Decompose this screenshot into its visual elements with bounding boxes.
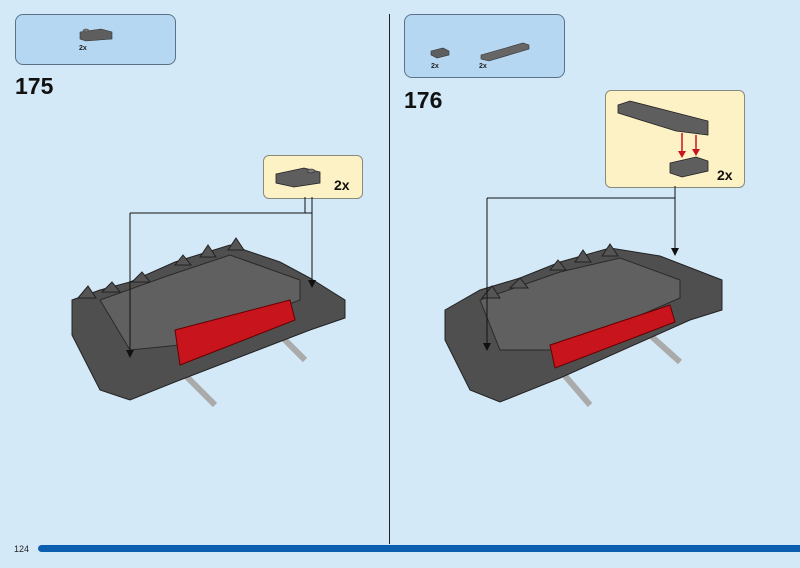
page-number: 124 [14,544,30,554]
wedge-slope-icon [617,100,709,136]
part-qty: 2x [431,63,439,70]
plate-1x2-icon [430,47,450,59]
down-arrow-icon [692,135,700,156]
callout-175: 2x [263,155,363,199]
callout-176: 2x [605,90,745,188]
wedge-slope-icon [480,42,530,62]
callout-qty: 2x [334,177,350,193]
step-number-175: 175 [15,73,54,99]
page-progress-bar [38,545,800,552]
callout-qty: 2x [717,167,733,183]
part-qty: 2x [479,63,487,70]
plate-1x2-icon [669,156,709,178]
page-divider [389,14,390,544]
parts-list-175: 2x [15,14,176,65]
step-number-176: 176 [404,87,443,113]
wedge-plate-icon [79,28,113,42]
parts-list-176: 2x 2x [404,14,565,78]
part-qty: 2x [79,45,87,52]
wing-assembly-176 [444,186,723,407]
wedge-plate-icon [275,167,321,188]
down-arrow-icon [678,133,686,158]
wing-assembly-175 [71,197,346,408]
